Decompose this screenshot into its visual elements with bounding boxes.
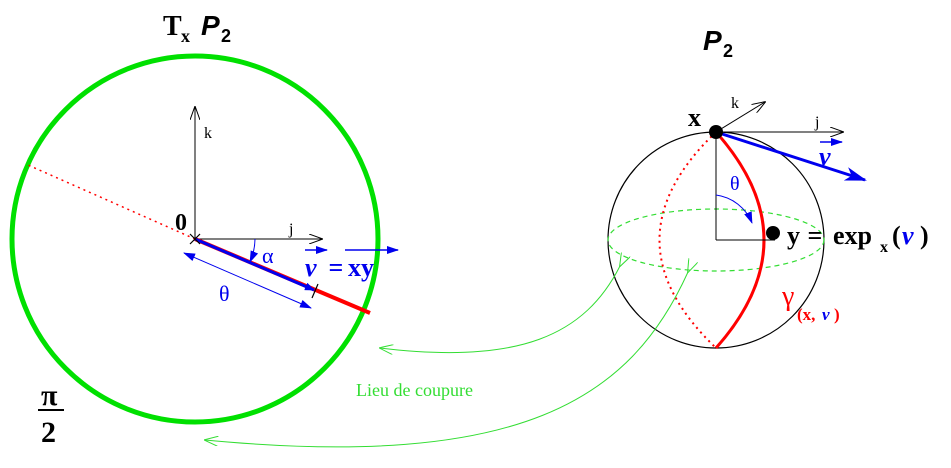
exp-open-paren: ( bbox=[892, 221, 901, 250]
point-x-label: x bbox=[688, 103, 701, 132]
left-axis-k-label: k bbox=[204, 125, 212, 142]
left-title-P: P bbox=[201, 10, 220, 41]
right-title-P: P bbox=[703, 25, 722, 56]
left-title-sub-x: x bbox=[181, 26, 190, 46]
sphere-axis-j-label: j bbox=[814, 114, 819, 131]
exp-close-paren: ) bbox=[920, 221, 929, 250]
cut-locus-connectors: Lieu de coupure bbox=[205, 266, 688, 448]
gamma-label: γ bbox=[781, 281, 794, 312]
vector-equals: = bbox=[322, 253, 350, 282]
point-y bbox=[766, 226, 780, 240]
sphere-axis-k bbox=[715, 102, 765, 133]
cut-locus-arrow-lower bbox=[205, 272, 688, 448]
cut-locus-circle bbox=[9, 53, 381, 425]
theta-label: θ bbox=[219, 281, 230, 306]
exp-arg-v: v bbox=[902, 221, 914, 250]
y-equals: = bbox=[801, 221, 829, 250]
back-meridian bbox=[658, 131, 717, 349]
gamma-sub-close: ) bbox=[834, 305, 840, 324]
point-x bbox=[709, 125, 723, 139]
alpha-label: α bbox=[262, 243, 274, 268]
tangent-plane-panel: T x P 2 k j 0 α θ v = xy bbox=[9, 10, 399, 449]
vector-v-label: v bbox=[305, 253, 317, 282]
left-title-P-sub: 2 bbox=[221, 26, 231, 46]
vector-xy-label: xy bbox=[348, 253, 374, 282]
right-title-P-sub: 2 bbox=[723, 41, 733, 61]
cut-locus-arrow-upper bbox=[380, 266, 620, 353]
exp-label: exp bbox=[833, 221, 872, 250]
origin-label: 0 bbox=[175, 210, 187, 236]
alpha-arc bbox=[249, 238, 259, 263]
tangent-vector-v bbox=[715, 130, 867, 182]
gamma-sub-v: v bbox=[822, 305, 830, 324]
cut-locus-label: Lieu de coupure bbox=[356, 380, 473, 400]
sphere-theta-label: θ bbox=[730, 173, 740, 195]
origin-cross-b bbox=[189, 233, 201, 245]
sphere-axis-k-label: k bbox=[731, 95, 739, 112]
point-y-label: y bbox=[787, 221, 800, 250]
left-axis-j-label: j bbox=[288, 221, 293, 238]
antipodal-dotted-line bbox=[27, 164, 196, 240]
pi-label: π bbox=[41, 379, 58, 412]
exp-sub-x: x bbox=[880, 239, 888, 256]
gamma-sub-open: (x, bbox=[797, 305, 815, 324]
left-title-T: T bbox=[163, 11, 182, 42]
tangent-v-label: v bbox=[819, 142, 831, 171]
sphere-panel: P 2 k j v θ x y = exp x ( v bbox=[607, 25, 929, 349]
sphere-theta-arc bbox=[715, 194, 753, 224]
two-label: 2 bbox=[41, 416, 56, 449]
